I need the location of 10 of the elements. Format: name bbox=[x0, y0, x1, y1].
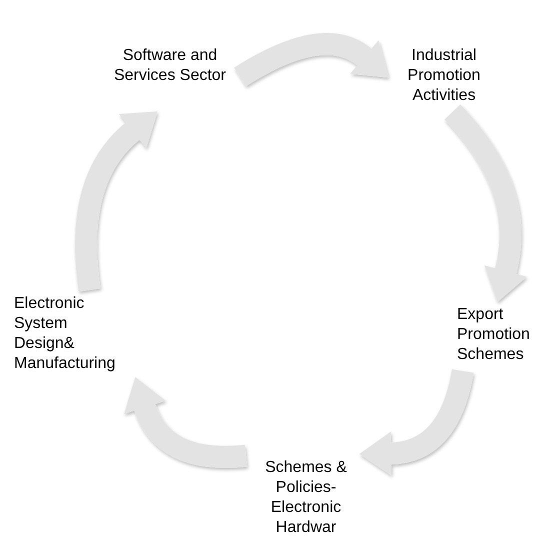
curved-arrow bbox=[75, 110, 156, 292]
node-label: Export Promotion Schemes bbox=[457, 305, 531, 365]
curved-arrow bbox=[359, 368, 474, 476]
curved-arrow bbox=[234, 33, 390, 86]
node-label: Industrial Promotion Activities bbox=[406, 46, 482, 106]
curved-arrow bbox=[124, 378, 247, 468]
node-label: Schemes & Policies- Electronic Hardwar bbox=[264, 458, 348, 538]
node-label: Electronic System Design& Manufacturing bbox=[14, 294, 116, 374]
curved-arrow bbox=[444, 104, 528, 302]
node-label: Software and Services Sector bbox=[112, 46, 228, 86]
